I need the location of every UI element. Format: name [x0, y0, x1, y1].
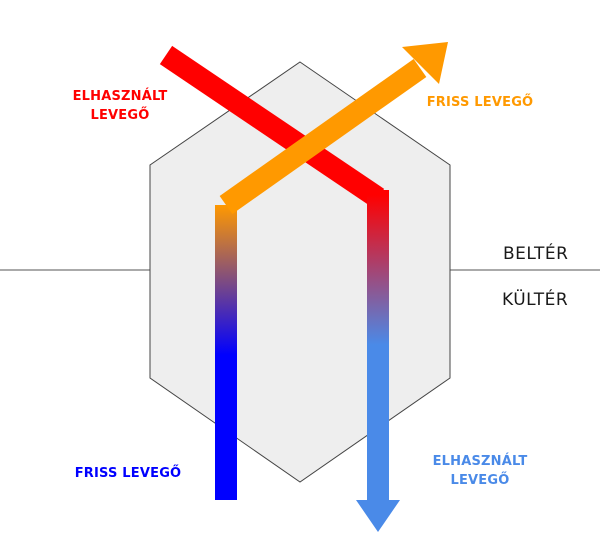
exhaust-air-inlet-label: ELHASZNÁLT LEVEGŐ	[60, 87, 180, 125]
exhaust-air-outlet-label-line-2: LEVEGŐ	[450, 473, 510, 488]
fresh-air-inlet-label: FRISS LEVEGŐ	[74, 466, 182, 481]
fresh-air-arrowhead	[402, 42, 448, 84]
exhaust-air-outlet-label-line-1: ELHASZNÁLT	[432, 454, 528, 469]
exhaust-air-inlet-duct	[159, 45, 385, 208]
indoor-zone-label: BELTÉR	[503, 244, 569, 264]
exhaust-air-arrowhead	[356, 500, 400, 532]
fresh-air-outlet-label: FRISS LEVEGŐ	[426, 95, 534, 110]
exhaust-air-outlet-label: ELHASZNÁLT LEVEGŐ	[420, 452, 540, 490]
heat-exchanger-hexagon	[149, 61, 451, 483]
outdoor-zone-label: KÜLTÉR	[502, 290, 569, 310]
fresh-air-outlet-duct	[219, 59, 427, 214]
exhaust-air-inlet-label-line-2: LEVEGŐ	[90, 108, 150, 123]
exhaust-air-inlet-label-line-1: ELHASZNÁLT	[72, 89, 168, 104]
